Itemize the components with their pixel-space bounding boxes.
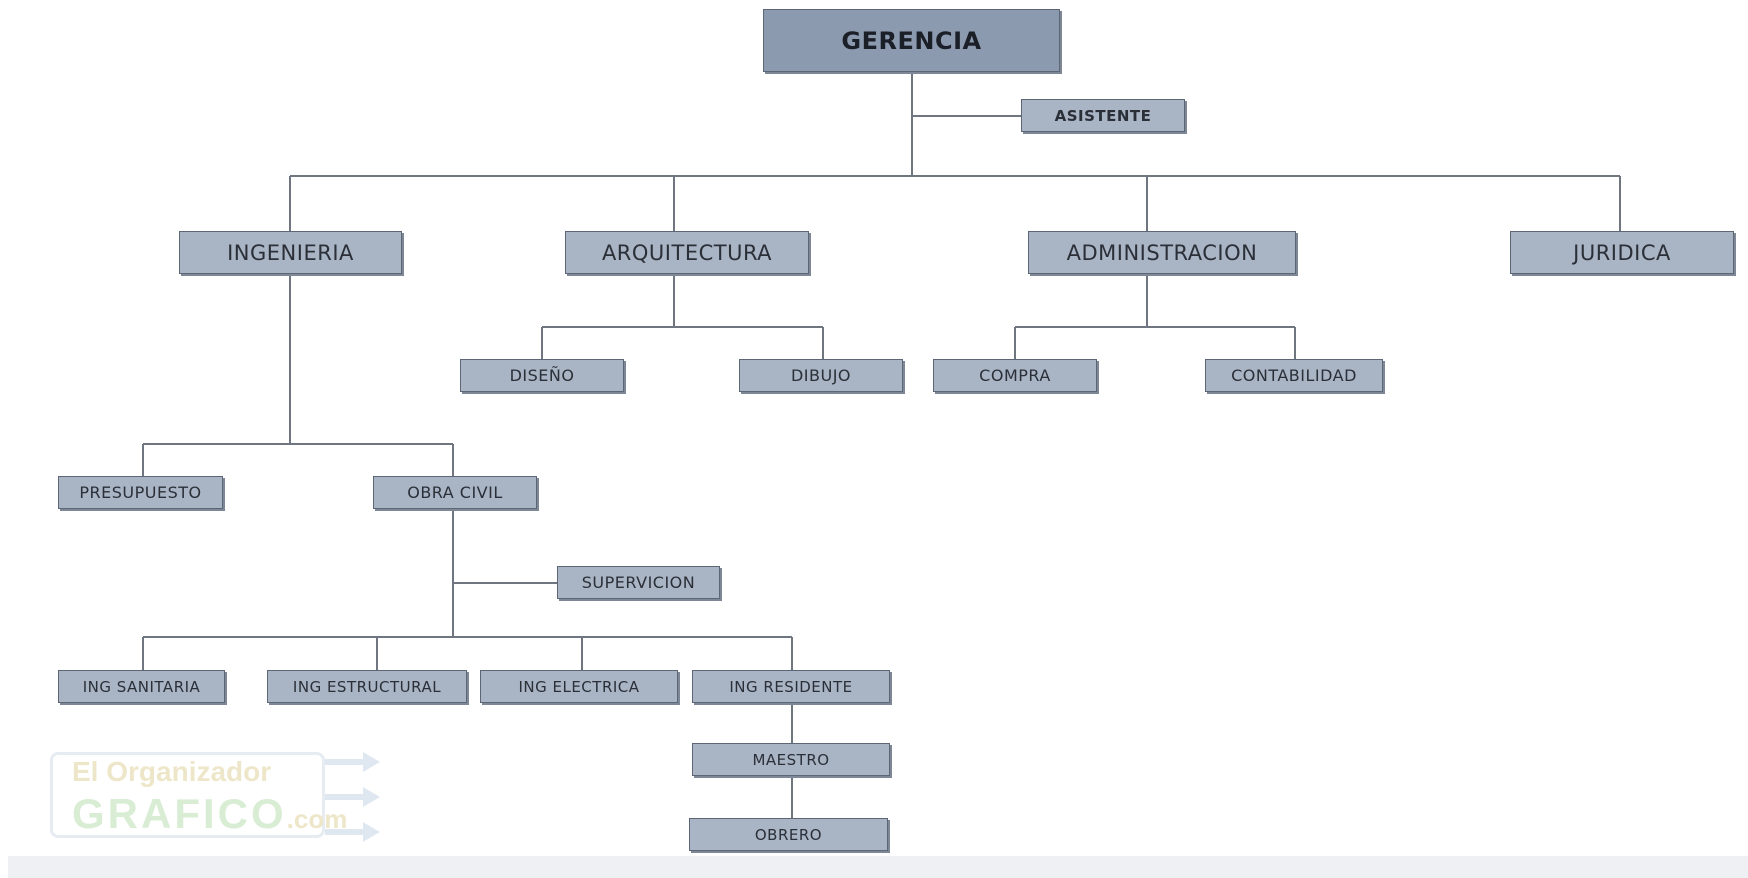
node-ingenieria: INGENIERIA bbox=[179, 231, 402, 274]
bottom-band bbox=[8, 856, 1748, 878]
node-arquitectura: ARQUITECTURA bbox=[565, 231, 809, 274]
watermark-frame bbox=[50, 752, 325, 838]
node-administracion: ADMINISTRACION bbox=[1028, 231, 1296, 274]
node-gerencia: GERENCIA bbox=[763, 9, 1060, 72]
node-contabilidad: CONTABILIDAD bbox=[1205, 359, 1383, 392]
node-ing-sanitaria: ING SANITARIA bbox=[58, 670, 225, 703]
node-supervicion: SUPERVICION bbox=[557, 566, 720, 599]
node-obrero: OBRERO bbox=[689, 818, 888, 851]
node-presupuesto: PRESUPUESTO bbox=[58, 476, 223, 509]
node-dibujo: DIBUJO bbox=[739, 359, 903, 392]
watermark-line2: GRAFICO.com bbox=[72, 790, 347, 838]
node-compra: COMPRA bbox=[933, 359, 1097, 392]
node-ing-residente: ING RESIDENTE bbox=[692, 670, 890, 703]
node-maestro: MAESTRO bbox=[692, 743, 890, 776]
node-ing-estructural: ING ESTRUCTURAL bbox=[267, 670, 467, 703]
node-diseno: DISEÑO bbox=[460, 359, 624, 392]
node-obra-civil: OBRA CIVIL bbox=[373, 476, 537, 509]
node-juridica: JURIDICA bbox=[1510, 231, 1734, 274]
node-ing-electrica: ING ELECTRICA bbox=[480, 670, 678, 703]
watermark-logo: El Organizador GRAFICO.com bbox=[50, 752, 380, 842]
node-asistente: ASISTENTE bbox=[1021, 99, 1185, 132]
watermark-arrows-icon bbox=[325, 752, 380, 842]
watermark-tld: .com bbox=[286, 804, 348, 834]
watermark-word: GRAFICO bbox=[72, 790, 287, 837]
watermark-line1: El Organizador bbox=[72, 756, 272, 787]
